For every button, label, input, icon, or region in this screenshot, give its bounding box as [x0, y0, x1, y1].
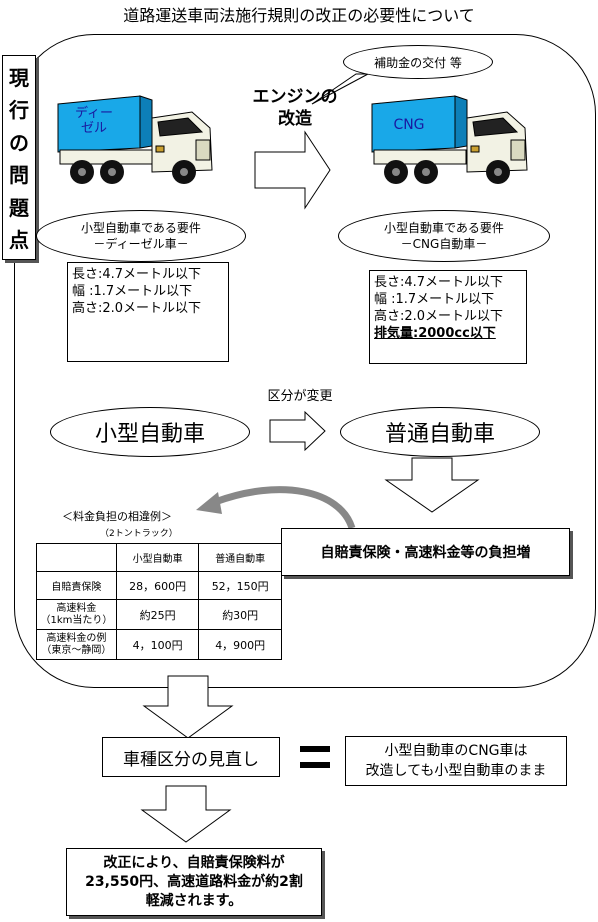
engine-mod-line: 改造 — [278, 109, 312, 129]
req-left-ellipse: 小型自動車である要件 －ディーゼル車－ — [36, 210, 246, 262]
diesel-label-line: ディー — [74, 106, 114, 121]
curved-arrow-icon — [213, 486, 356, 530]
equals-sign: ＝ — [296, 742, 297, 743]
equals-bar-bottom — [300, 762, 330, 768]
fee-example-sub: （2トントラック） — [100, 529, 178, 539]
table-cell: 52，150円 — [198, 571, 282, 600]
equals-bar-top — [300, 746, 330, 752]
table-cell: 約25円 — [115, 599, 200, 630]
engine-mod-label: エンジンの 改造 — [240, 86, 350, 130]
conclusion-line: 改正により、自賠責保険料が — [103, 855, 285, 871]
down-arrow-icon — [384, 457, 480, 513]
side-char: 点 — [9, 228, 29, 253]
small-car-text: 小型自動車 — [94, 422, 205, 447]
diesel-label-line: ゼル — [80, 121, 107, 136]
review-text: 車種区分の見直し — [123, 749, 259, 770]
table-cell: 高速料金 （1km当たり） — [36, 599, 117, 630]
conclusion-line: 軽減されます。 — [145, 893, 243, 909]
table-row: 高速料金 （1km当たり） 約25円 約30円 — [36, 599, 282, 630]
req-right-line: －CNG自動車－ — [400, 237, 488, 251]
table-row: 自賠責保険 28，600円 52，150円 — [36, 571, 282, 600]
subsidy-text: 補助金の交付 等 — [374, 55, 462, 70]
table-header: 小型自動車 — [115, 543, 200, 572]
subsidy-bubble: 補助金の交付 等 — [343, 45, 493, 79]
spec-displacement: 排気量:2000cc以下 — [374, 326, 496, 341]
down-arrow-3-icon — [140, 785, 232, 843]
table-header — [36, 543, 117, 572]
side-char: の — [9, 130, 29, 155]
down-arrow-2-icon — [142, 675, 234, 739]
table-cell: 約30円 — [198, 599, 282, 630]
result-note-box: 小型自動車のCNG車は 改造しても小型自動車のまま — [345, 736, 567, 786]
spec-right-box: 長さ:4.7メートル以下 幅 :1.7メートル以下 高さ:2.0メートル以下 排… — [369, 270, 527, 364]
table-cell: 28，600円 — [115, 571, 200, 600]
engine-mod-line: エンジンの — [252, 87, 338, 107]
side-char: 題 — [9, 195, 29, 220]
conclusion-line: 23,550円、高速道路料金が約2割 — [85, 874, 303, 890]
req-right-ellipse: 小型自動車である要件 －CNG自動車－ — [338, 210, 550, 262]
review-box: 車種区分の見直し — [102, 737, 280, 777]
fee-example-title: ＜料金負担の相違例＞ — [62, 510, 172, 523]
cng-truck-icon — [371, 95, 528, 184]
result-note-line: 小型自動車のCNG車は — [384, 743, 528, 759]
normal-car-text: 普通自動車 — [384, 422, 495, 447]
table-cell: 高速料金の例 （東京～静岡） — [36, 629, 117, 660]
diesel-label: ディー ゼル — [66, 106, 122, 136]
table-cell: 4，900円 — [198, 629, 282, 660]
spec-left-box: 長さ:4.7メートル以下 幅 :1.7メートル以下 高さ:2.0メートル以下 — [67, 262, 229, 362]
spec-line: 幅 :1.7メートル以下 — [72, 284, 193, 299]
conclusion-box: 改正により、自賠責保険料が 23,550円、高速道路料金が約2割 軽減されます。 — [66, 848, 322, 916]
engine-arrow-icon — [254, 130, 331, 210]
spec-line: 長さ:4.7メートル以下 — [374, 275, 504, 290]
fee-table: 小型自動車 普通自動車 自賠責保険 28，600円 52，150円 高速料金 （… — [36, 543, 282, 660]
class-change-arrow-icon — [269, 410, 326, 452]
burden-increase-box: 自賠責保険・高速料金等の負担増 — [281, 528, 570, 576]
burden-increase-text: 自賠責保険・高速料金等の負担増 — [320, 545, 531, 561]
normal-car-ellipse: 普通自動車 — [340, 407, 540, 457]
side-char: 行 — [9, 98, 29, 123]
req-left-line: －ディーゼル車－ — [93, 237, 189, 251]
side-label: 現 行 の 問 題 点 — [2, 55, 36, 260]
class-change-label: 区分が変更 — [267, 389, 333, 404]
result-note-line: 改造しても小型自動車のまま — [365, 763, 547, 779]
spec-line: 幅 :1.7メートル以下 — [374, 292, 495, 307]
table-cell: 自賠責保険 — [36, 571, 117, 600]
small-car-ellipse: 小型自動車 — [50, 407, 250, 457]
spec-line: 高さ:2.0メートル以下 — [72, 301, 202, 316]
spec-line: 長さ:4.7メートル以下 — [72, 267, 202, 282]
diesel-truck-icon — [57, 95, 213, 184]
spec-line: 高さ:2.0メートル以下 — [374, 309, 504, 324]
table-cell: 4，100円 — [115, 629, 200, 660]
side-char: 現 — [9, 65, 29, 90]
req-left-line: 小型自動車である要件 — [81, 221, 201, 235]
bubble-tail — [311, 73, 369, 105]
side-char: 問 — [9, 163, 29, 188]
req-right-line: 小型自動車である要件 — [384, 221, 504, 235]
table-row: 高速料金の例 （東京～静岡） 4，100円 4，900円 — [36, 629, 282, 660]
current-problems-region — [14, 34, 596, 688]
cng-label: CNG — [393, 117, 425, 133]
table-header: 普通自動車 — [198, 543, 282, 572]
page-title: 道路運送車両法施行規則の改正の必要性について — [123, 6, 475, 25]
